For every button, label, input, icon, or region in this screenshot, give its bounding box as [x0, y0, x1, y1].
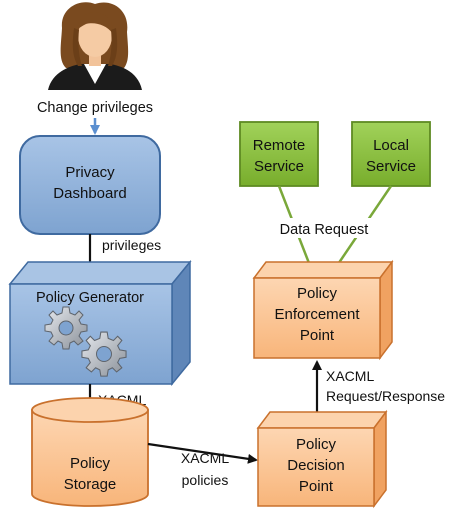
data-request-label: Data Request	[280, 222, 369, 238]
local-service-line2: Service	[366, 158, 416, 175]
policy-decision-point-node: Policy Decision Point	[256, 409, 388, 509]
remote-service-line2: Service	[254, 158, 304, 175]
remote-service-node: Remote Service	[239, 121, 319, 187]
xacml-policies-right-line2: policies	[182, 472, 229, 488]
pep-line1: Policy	[297, 285, 338, 302]
policy-enforcement-point-node: Policy Enforcement Point	[252, 259, 394, 361]
policy-generator-title: Policy Generator	[36, 290, 144, 306]
privacy-dashboard-node: Privacy Dashboard	[19, 135, 161, 235]
privileges-edge-label: privileges	[102, 237, 161, 253]
policy-storage-line2: Storage	[64, 476, 117, 493]
user-avatar-icon	[48, 2, 142, 90]
local-service-line1: Local	[373, 137, 409, 154]
policy-storage-node: Policy Storage	[31, 397, 149, 507]
pdp-line3: Point	[299, 478, 334, 495]
arrow-storage-to-pdp	[147, 442, 258, 464]
xacml-reqresp-line2: Request/Response	[326, 388, 445, 404]
gears-icon	[44, 306, 127, 377]
privacy-dashboard-line2: Dashboard	[53, 185, 126, 202]
pep-line2: Enforcement	[274, 306, 360, 323]
policy-storage-line1: Policy	[70, 455, 111, 472]
xacml-reqresp-line1: XACML	[326, 368, 374, 384]
xacml-policies-right-line1: XACML	[181, 450, 229, 466]
change-privileges-label: Change privileges	[37, 100, 153, 116]
pdp-line2: Decision	[287, 457, 345, 474]
pep-line3: Point	[300, 327, 335, 344]
local-service-node: Local Service	[351, 121, 431, 187]
data-request-label-bg	[270, 218, 380, 238]
privacy-dashboard-line1: Privacy	[65, 164, 115, 181]
remote-service-line1: Remote	[253, 137, 306, 154]
pdp-line1: Policy	[296, 436, 337, 453]
